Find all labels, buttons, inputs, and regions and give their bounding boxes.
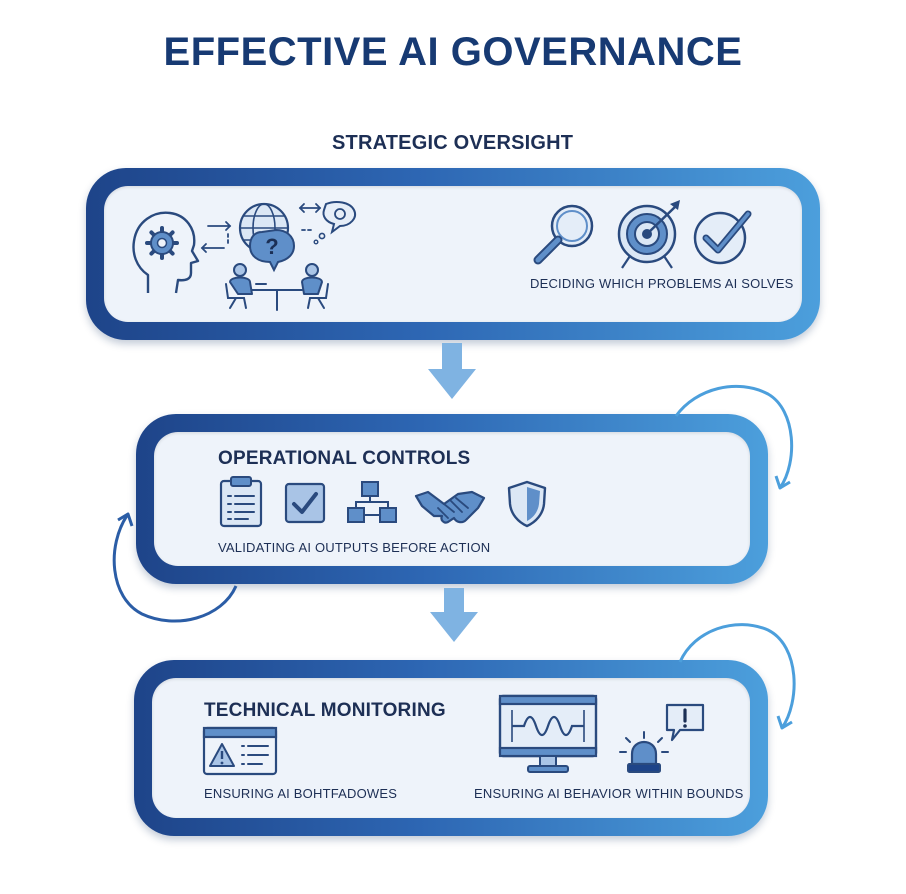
technical-monitoring-caption-left: ENSURING AI BOHTFADOWES xyxy=(204,786,398,801)
flowchart-icon xyxy=(347,481,397,523)
down-arrow-icon xyxy=(428,343,476,399)
cycle-arrow-bottom-icon xyxy=(678,623,796,730)
clipboard-icon xyxy=(219,476,263,528)
shield-icon xyxy=(507,480,547,528)
target-icon xyxy=(617,200,680,269)
down-arrow-icon-2 xyxy=(430,588,478,642)
checkbox-icon xyxy=(284,482,326,524)
monitor-waveform-icon xyxy=(498,694,598,773)
siren-icon xyxy=(619,731,669,773)
head-gear-icon xyxy=(132,211,200,294)
page-title: EFFECTIVE AI GOVERNANCE xyxy=(163,30,743,74)
alert-window-icon xyxy=(202,726,278,776)
checkmark-icon xyxy=(693,210,752,265)
handshake-icon xyxy=(414,490,486,524)
meeting-people-icon xyxy=(225,263,329,311)
strategic-oversight-panel xyxy=(86,168,820,340)
operational-controls-heading: OPERATIONAL CONTROLS xyxy=(218,448,471,469)
speech-bubble-icon xyxy=(298,201,356,245)
magnifier-icon xyxy=(533,204,594,265)
cycle-arrow-right-icon xyxy=(674,384,794,490)
svg-text:?: ? xyxy=(265,234,278,259)
technical-monitoring-caption-right: ENSURING AI BEHAVIOR WITHIN BOUNDS xyxy=(474,786,744,801)
globe-question-icon: ? xyxy=(238,202,296,273)
alert-bubble-icon xyxy=(665,703,705,742)
operational-controls-caption: VALIDATING AI OUTPUTS BEFORE ACTION xyxy=(218,540,491,555)
exchange-arrows-icon xyxy=(200,221,232,253)
strategic-oversight-panel-inner xyxy=(104,186,802,322)
strategic-oversight-caption: DECIDING WHICH PROBLEMS AI SOLVES xyxy=(530,276,794,291)
technical-monitoring-heading: TECHNICAL MONITORING xyxy=(204,700,446,721)
cycle-arrow-left-icon xyxy=(112,512,238,623)
strategic-oversight-heading: STRATEGIC OVERSIGHT xyxy=(332,132,574,154)
